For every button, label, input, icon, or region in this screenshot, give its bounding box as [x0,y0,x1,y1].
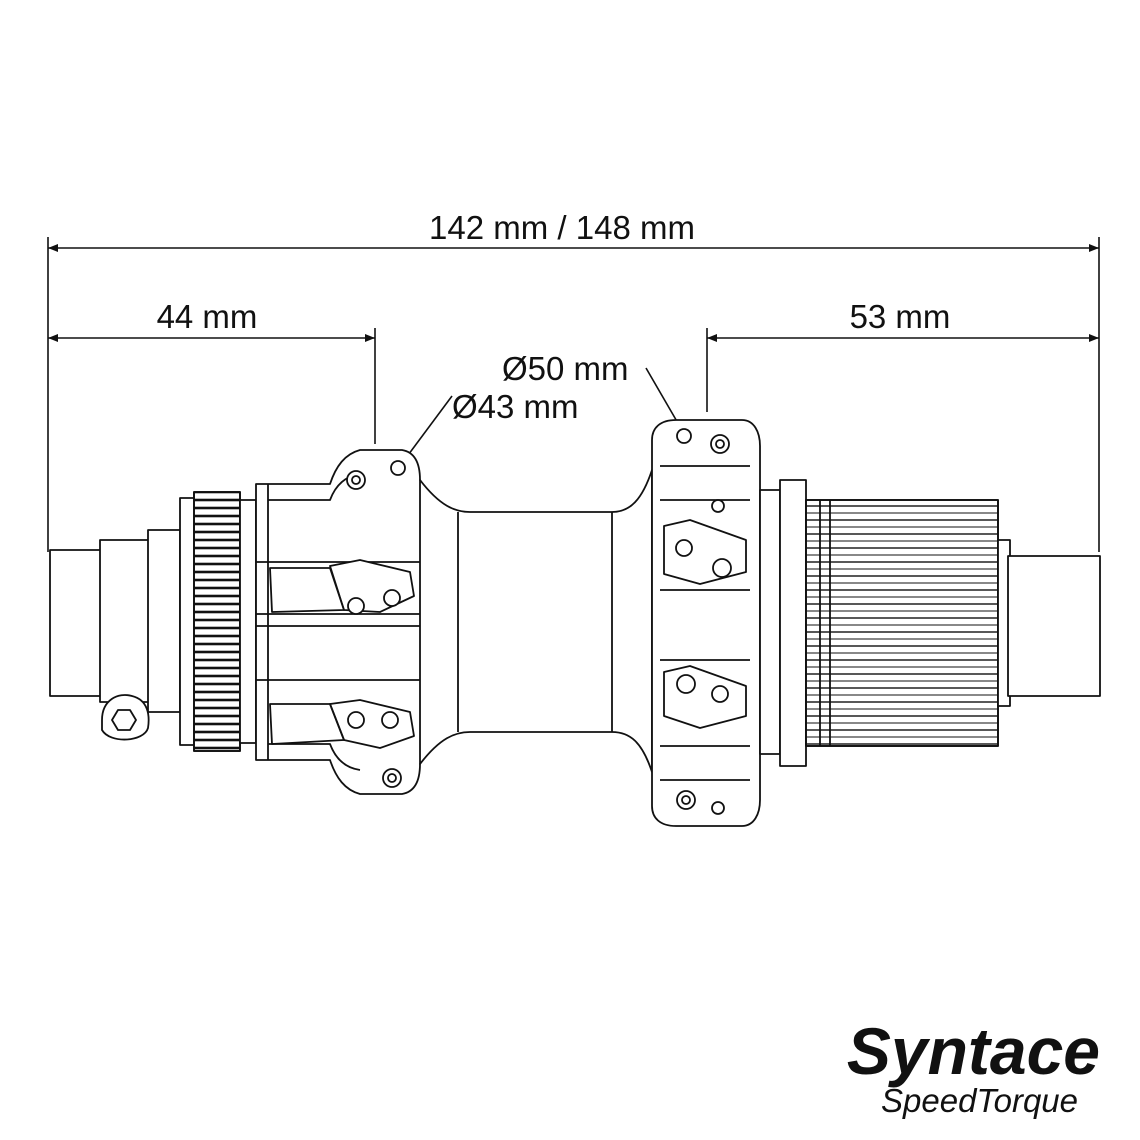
left-end-cap [49,549,103,697]
spoke-hole [676,674,696,694]
spoke-hole [390,460,406,476]
right-flange-dimension-label: 53 mm [850,298,951,335]
spacer-ring [759,489,781,755]
logo-brand: Syntace [847,1014,1100,1088]
hub-body [49,419,1101,827]
freehub-body [805,499,999,747]
spoke-hole [381,711,399,729]
spoke-hole [712,558,732,578]
diameter-50-label: Ø50 mm [502,350,629,387]
diameter-43-label: Ø43 mm [452,388,579,425]
right-end-cap [1007,555,1101,697]
centerlock-collar [239,499,257,744]
spoke-hole [711,685,729,703]
left-flange-dimension-label: 44 mm [157,298,258,335]
dimension-lines [47,237,1100,552]
spoke-hole [675,539,693,557]
spoke-hole [711,801,725,815]
left-axle-step [99,539,151,703]
logo-product: SpeedTorque [881,1082,1078,1119]
spoke-hole [383,589,401,607]
overall-dimension-label: 142 mm / 148 mm [429,209,695,246]
hex-socket-bolt-icon [111,709,137,731]
spoke-hole [347,597,365,615]
right-flange [651,419,761,827]
left-bearing-cover [147,529,181,713]
spoke-hole [676,428,692,444]
hub-shell [419,469,653,773]
spoke-hole [347,711,365,729]
syntace-logo: Syntace SpeedTorque [847,1014,1100,1119]
spacer-ring [779,479,807,767]
spoke-hole [711,499,725,513]
centerlock-teeth [193,491,241,752]
